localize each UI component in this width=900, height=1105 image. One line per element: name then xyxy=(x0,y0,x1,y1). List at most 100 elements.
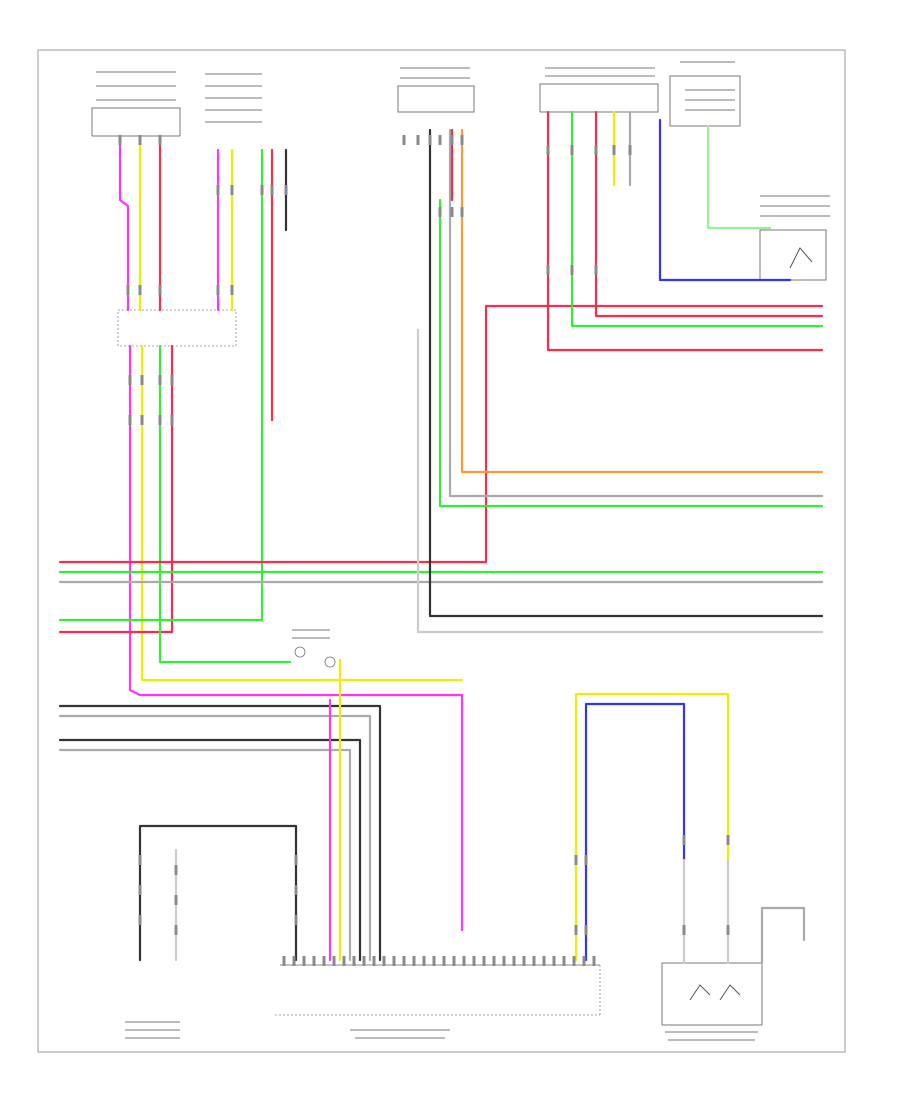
connector-pin xyxy=(416,135,420,145)
terminal-pin xyxy=(582,956,586,966)
wire-green-center xyxy=(158,344,292,664)
terminal-pin xyxy=(432,956,436,966)
connector-pin xyxy=(138,885,142,895)
terminal-pin xyxy=(312,956,316,966)
connector-pin xyxy=(726,835,730,845)
terminal-pin xyxy=(482,956,486,966)
connector-pin xyxy=(294,855,298,865)
occupant-sensor xyxy=(759,195,830,281)
connector-pin xyxy=(138,135,142,145)
wire-blue-bottom-right xyxy=(584,702,686,962)
terminal-pin xyxy=(522,956,526,966)
diagram-frame xyxy=(37,49,846,1053)
connector-pin xyxy=(170,415,174,425)
connector-pin xyxy=(284,185,288,195)
connector-pin xyxy=(158,135,162,145)
wire-gray-seat xyxy=(448,128,824,498)
connector-pin xyxy=(438,135,442,145)
terminal-pin xyxy=(362,956,366,966)
front-right-seat-heater xyxy=(91,71,181,137)
terminal-pin xyxy=(282,956,286,966)
connector-pin xyxy=(174,895,178,905)
air-distribution-module xyxy=(669,61,741,127)
connector-pin xyxy=(402,135,406,145)
terminal-pin xyxy=(382,956,386,966)
terminal-pin xyxy=(532,956,536,966)
seat-heater-module xyxy=(275,964,601,1039)
wire-lightgreen-air xyxy=(706,124,772,230)
connector-pin xyxy=(138,855,142,865)
connector-pin xyxy=(138,915,142,925)
terminal-pin xyxy=(492,956,496,966)
center-connector xyxy=(292,629,336,668)
terminal-pin xyxy=(552,956,556,966)
connector-pin xyxy=(170,375,174,385)
terminal-pin xyxy=(452,956,456,966)
connector-pin xyxy=(450,135,454,145)
wire-black-lower-1 xyxy=(58,704,382,962)
connector-pin xyxy=(594,145,598,155)
terminal-pin xyxy=(342,956,346,966)
wire-green-right xyxy=(58,148,264,622)
wire-pink-lamp xyxy=(594,110,824,318)
connector-pin xyxy=(158,415,162,425)
connector-pin xyxy=(546,265,550,275)
terminal-pin xyxy=(302,956,306,966)
terminal-pin xyxy=(462,956,466,966)
terminal-pin xyxy=(542,956,546,966)
connector-pin xyxy=(570,265,574,275)
connector-pin xyxy=(174,865,178,875)
connector-pins xyxy=(118,135,730,966)
connector-pin xyxy=(140,375,144,385)
connector-pin xyxy=(726,925,730,935)
terminal-pin xyxy=(392,956,396,966)
wire-gray-thin-trunk xyxy=(416,328,824,634)
junction-connector xyxy=(117,309,237,347)
connector-pin xyxy=(174,925,178,935)
connector-pin xyxy=(158,285,162,295)
terminal-pin xyxy=(562,956,566,966)
connector-pin xyxy=(216,285,220,295)
terminal-pin xyxy=(322,956,326,966)
connector-pin xyxy=(138,285,142,295)
lamp-control-module xyxy=(539,67,659,113)
connector-pin xyxy=(128,375,132,385)
terminal-pin xyxy=(572,956,576,966)
connector-pin xyxy=(570,145,574,155)
connector-pin xyxy=(428,135,432,145)
connector-pin xyxy=(230,185,234,195)
wire-black-trunk xyxy=(428,128,824,618)
wire-green-lamp xyxy=(570,110,824,328)
connector-pin xyxy=(118,135,122,145)
connector-pin xyxy=(128,415,132,425)
wire-red-main xyxy=(58,134,174,634)
connector-pin xyxy=(270,185,274,195)
connector-pin xyxy=(460,135,464,145)
wire-pink-main xyxy=(118,134,464,932)
connector-pin xyxy=(450,207,454,217)
terminal-pin xyxy=(372,956,376,966)
connector-pin xyxy=(574,925,578,935)
wire-gray-lower-1 xyxy=(58,714,372,962)
terminal-pin xyxy=(512,956,516,966)
terminal-pin xyxy=(422,956,426,966)
wire-yellow-bottom-right xyxy=(574,692,730,962)
terminal-pin xyxy=(442,956,446,966)
wire-red-trunk xyxy=(58,304,824,564)
connector-pin xyxy=(294,915,298,925)
connector-pin xyxy=(682,835,686,845)
terminal-pin xyxy=(352,956,356,966)
connector-pin xyxy=(294,885,298,895)
wire-gray-switch-3 xyxy=(760,906,806,965)
connector-pin xyxy=(230,285,234,295)
connector-pin xyxy=(260,185,264,195)
switch-assembly xyxy=(661,962,763,1041)
wire-black-lower-2 xyxy=(58,738,362,962)
terminal-pin xyxy=(502,956,506,966)
connector-pin xyxy=(584,925,588,935)
wire-black-ground-loop xyxy=(138,824,298,962)
connector-pin xyxy=(682,925,686,935)
connector-pin xyxy=(438,207,442,217)
